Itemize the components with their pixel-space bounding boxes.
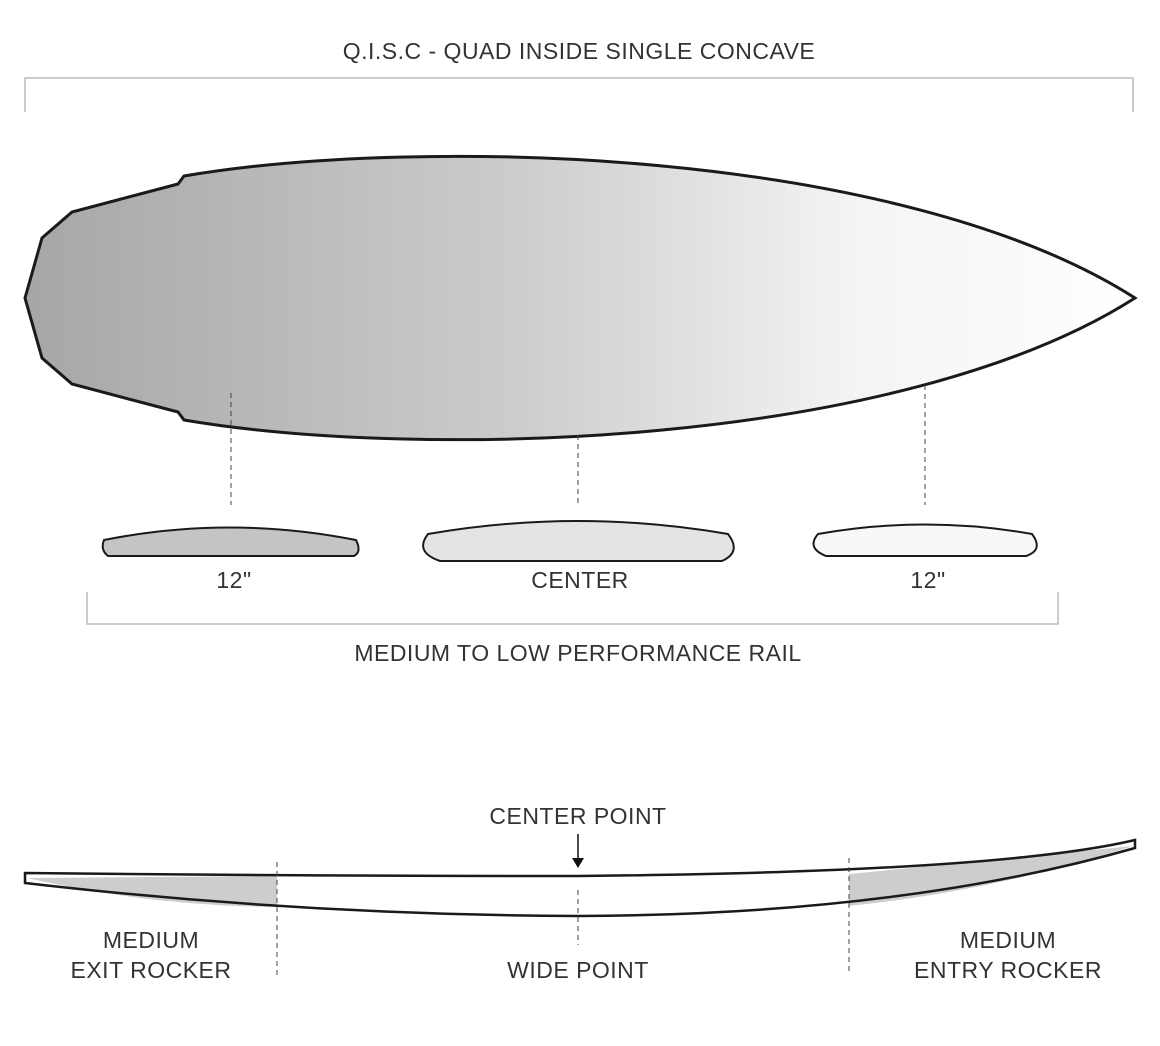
entry-rocker-label-1: MEDIUM xyxy=(960,927,1056,953)
top-bracket xyxy=(24,77,1134,112)
exit-rocker-label-2: EXIT ROCKER xyxy=(71,957,232,983)
rail-section-left xyxy=(101,526,360,557)
rail-section-center xyxy=(422,520,735,562)
concave-channel-lines xyxy=(36,238,890,358)
center-point-label: CENTER POINT xyxy=(489,803,666,829)
board-rocker-side-view xyxy=(23,838,1137,918)
rail-caption: MEDIUM TO LOW PERFORMANCE RAIL xyxy=(354,640,801,666)
exit-rocker-label-1: MEDIUM xyxy=(103,927,199,953)
center-point-arrow-icon xyxy=(572,858,584,868)
diagram-title: Q.I.S.C - QUAD INSIDE SINGLE CONCAVE xyxy=(343,38,816,64)
entry-rocker-label-2: ENTRY ROCKER xyxy=(914,957,1102,983)
board-outline-top-view xyxy=(23,154,1138,442)
rail-section-right xyxy=(812,523,1038,557)
section-markers xyxy=(230,385,926,505)
rail-label-right: 12" xyxy=(910,567,945,593)
rail-label-left: 12" xyxy=(216,567,251,593)
rail-label-center: CENTER xyxy=(531,567,629,593)
rocker-markers xyxy=(276,858,850,975)
wide-point-label: WIDE POINT xyxy=(507,957,649,983)
rail-bracket xyxy=(86,592,1059,625)
